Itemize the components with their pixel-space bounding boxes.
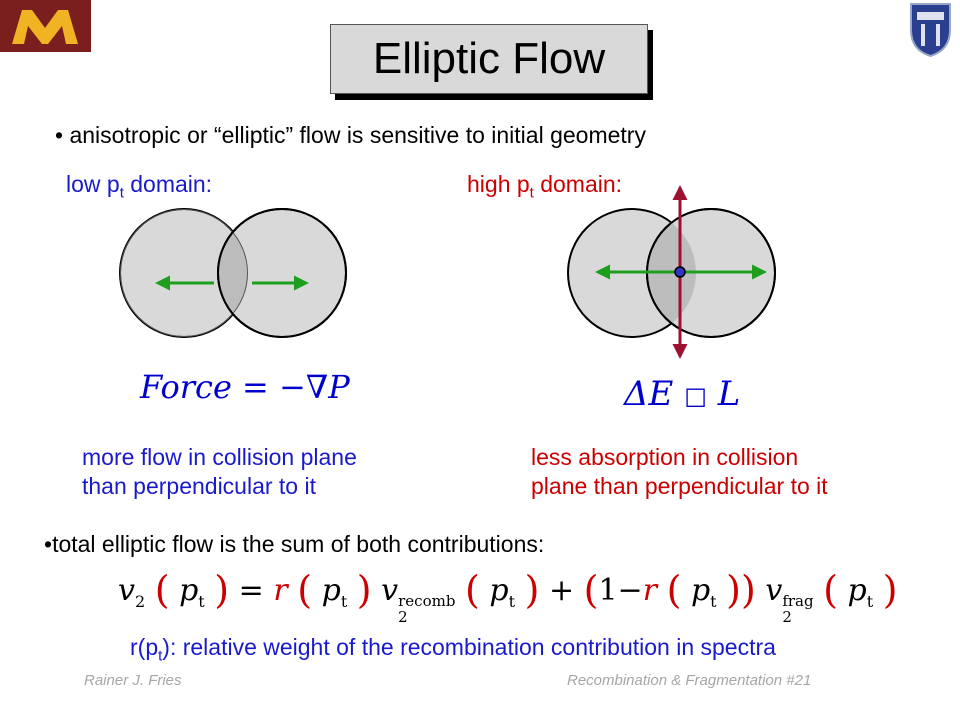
bullet-geometry-text: anisotropic or “elliptic” flow is sensit… <box>69 122 646 148</box>
right-description: less absorption in collision plane than … <box>531 444 828 499</box>
bullet-dot: • <box>44 531 53 557</box>
page-title: Elliptic Flow <box>330 24 648 94</box>
left-description: more flow in collision plane than perpen… <box>82 444 357 499</box>
shield-crest-icon <box>910 3 951 58</box>
high-pt-domain-label: high pt domain: <box>467 171 623 202</box>
high-pt-overlap-diagram <box>567 185 776 359</box>
recombination-weight-note: r(pt): relative weight of the recombinat… <box>130 634 776 665</box>
low-pt-overlap-diagram <box>119 208 347 338</box>
bullet-dot: • <box>55 122 70 148</box>
footer-slide-number: Recombination & Fragmentation #21 <box>567 672 812 689</box>
jet-origin-dot <box>674 266 686 278</box>
energy-loss-formula: ΔE □ L <box>624 374 741 414</box>
low-pt-domain-label: low pt domain: <box>66 171 213 202</box>
m-logo-icon <box>12 10 78 44</box>
university-logo <box>0 0 91 52</box>
footer-author: Rainer J. Fries <box>84 672 182 689</box>
force-formula: Force = −∇P <box>140 368 350 406</box>
bullet-total-text: total elliptic flow is the sum of both c… <box>52 531 545 557</box>
bullet-total: •total elliptic flow is the sum of both … <box>44 531 544 558</box>
bullet-geometry: • anisotropic or “elliptic” flow is sens… <box>55 122 646 149</box>
